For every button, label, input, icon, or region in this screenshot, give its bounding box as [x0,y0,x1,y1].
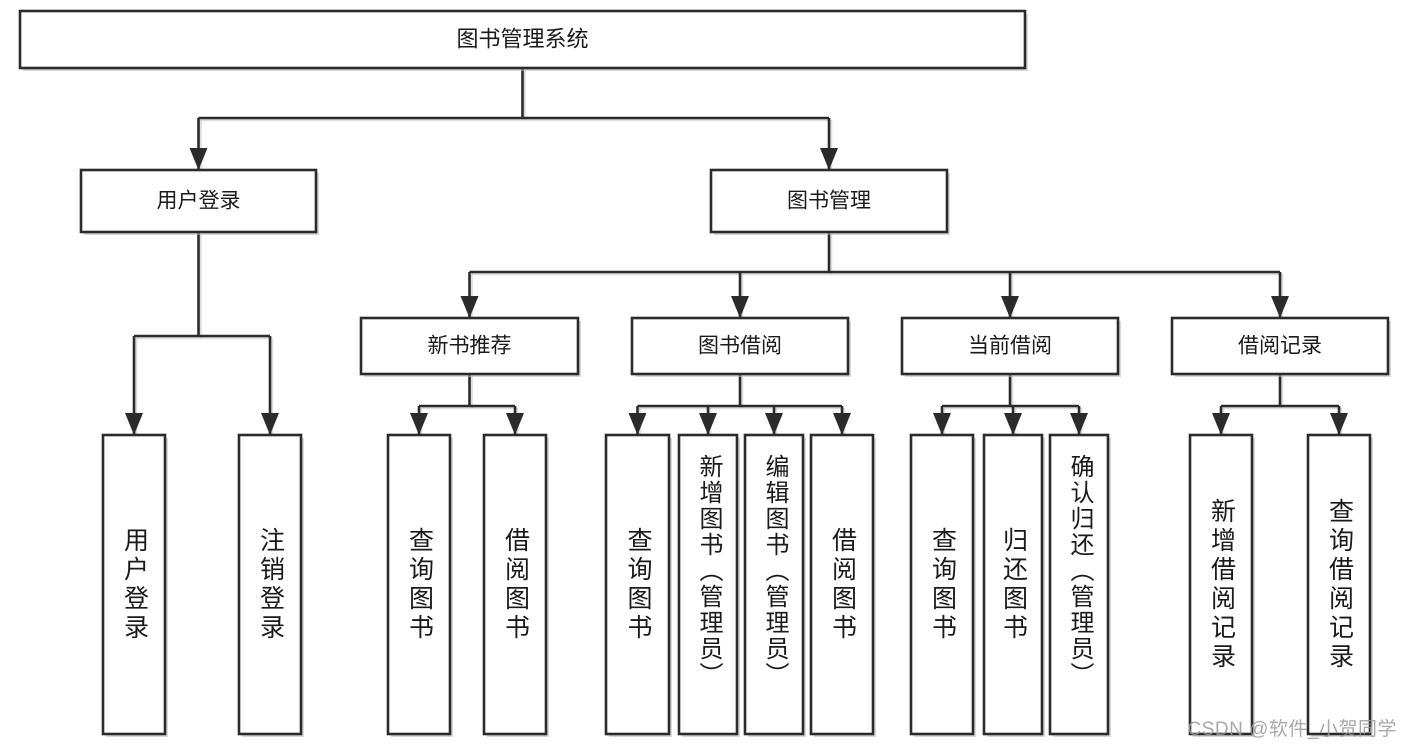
node-box-leaf-query-book-2[interactable] [604,433,671,736]
arrow-head-icon [1271,296,1289,318]
node-box-leaf-logout[interactable] [237,433,303,736]
node-box-user-login[interactable] [79,168,318,234]
node-box-leaf-return-book[interactable] [982,433,1044,736]
watermark: CSDN @软件_小贺同学 [1187,719,1397,740]
arrow-head-icon [833,413,851,435]
arrow-head-icon [1212,413,1230,435]
node-label-current-borrow: 当前借阅 [968,335,1052,358]
arrow-head-icon [765,413,783,435]
node-box-leaf-edit-book[interactable] [743,433,805,736]
node-label-borrow-record: 借阅记录 [1238,335,1322,358]
node-box-leaf-add-book[interactable] [677,433,739,736]
node-box-borrow-record[interactable] [1170,316,1390,376]
node-label-book-borrow: 图书借阅 [698,335,782,358]
node-box-leaf-add-record[interactable] [1188,433,1254,736]
arrow-head-icon [410,413,428,435]
node-box-current-borrow[interactable] [900,316,1120,376]
arrow-head-icon [731,296,749,318]
node-box-leaf-borrow-book-1[interactable] [482,433,548,736]
arrow-head-icon [1330,413,1348,435]
node-box-book-manage[interactable] [709,168,949,234]
node-box-leaf-confirm-return[interactable] [1048,433,1110,736]
arrow-head-icon [1004,413,1022,435]
node-label-user-login: 用户登录 [157,190,241,213]
node-box-new-book-rec[interactable] [359,316,580,376]
arrow-head-icon [699,413,717,435]
arrow-head-icon [506,413,524,435]
node-box-leaf-borrow-book-2[interactable] [809,433,875,736]
node-box-book-borrow[interactable] [630,316,850,376]
arrow-head-icon [933,413,951,435]
arrow-head-icon [261,413,279,435]
node-label-new-book-rec: 新书推荐 [428,335,512,358]
connector-layer [125,68,1348,437]
node-box-layer [18,9,1391,737]
arrow-head-icon [125,413,143,435]
arrow-head-icon [1070,413,1088,435]
arrow-head-icon [1001,296,1019,318]
node-box-leaf-query-book-3[interactable] [909,433,975,736]
node-box-leaf-user-login[interactable] [101,433,167,736]
node-label-book-manage: 图书管理 [787,190,871,213]
node-box-root[interactable] [18,9,1027,70]
arrow-head-icon [628,413,647,435]
node-box-leaf-query-record[interactable] [1306,433,1372,736]
arrow-head-icon [460,296,479,318]
node-label-root: 图书管理系统 [456,26,588,51]
node-box-leaf-query-book-1[interactable] [386,433,452,736]
arrow-head-icon [820,148,838,170]
arrow-head-icon [189,148,208,170]
